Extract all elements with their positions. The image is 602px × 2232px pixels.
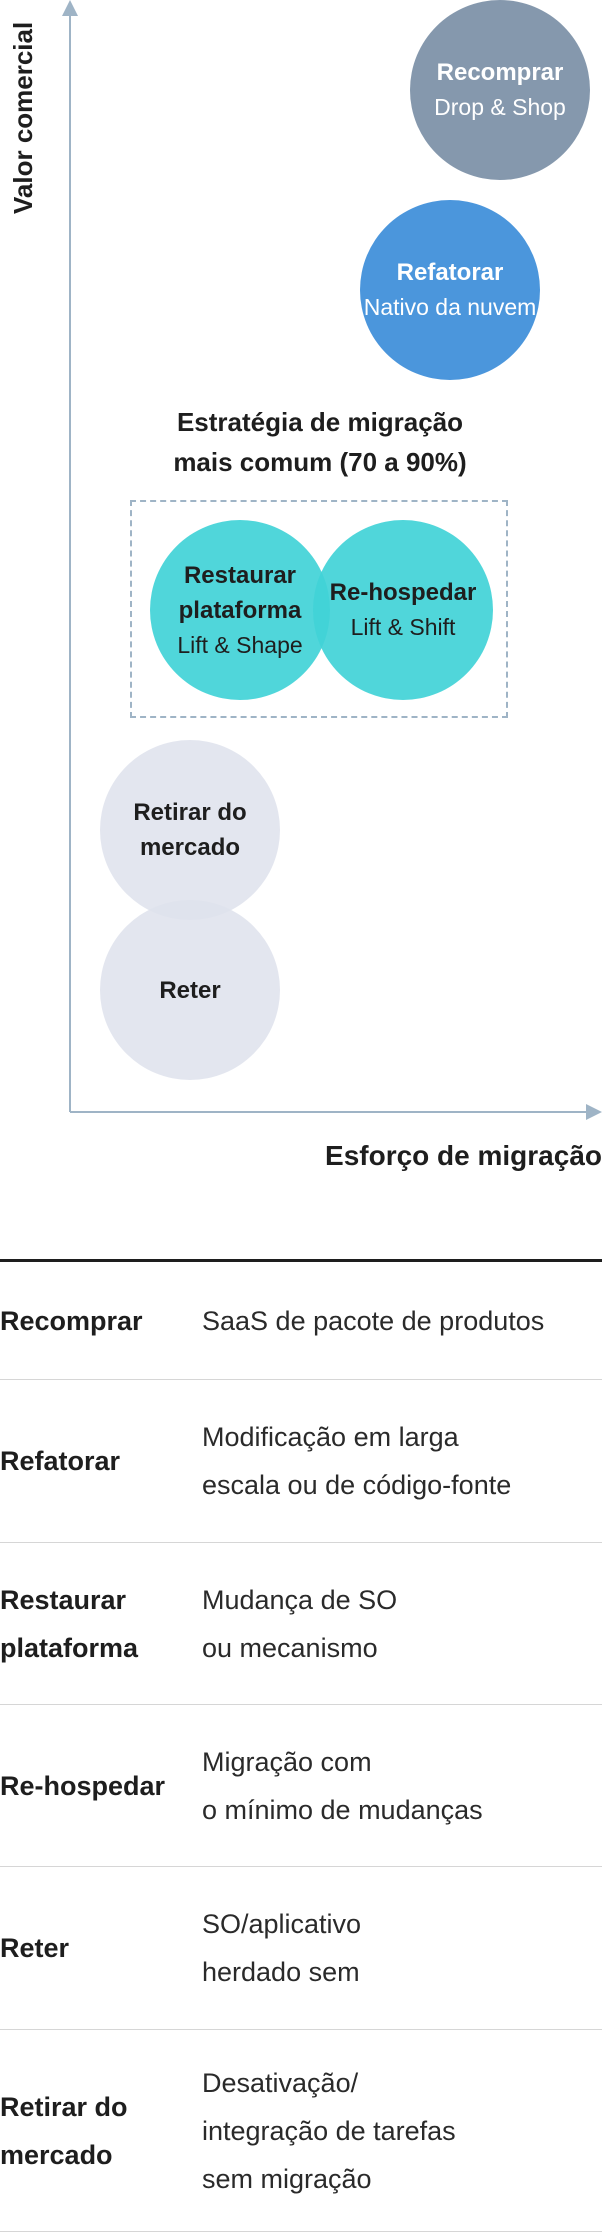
circle-refatorar: Refatorar Nativo da nuvem bbox=[360, 200, 540, 380]
table-top-rule bbox=[0, 1259, 602, 1262]
circle-restaurar-title-line1: Restaurar bbox=[183, 561, 297, 589]
row-term-line: Recomprar bbox=[0, 1305, 143, 1336]
circle-re-hospedar: Re-hospedar Lift & Shift bbox=[313, 520, 493, 700]
circle-refatorar-subtitle: Nativo da nuvem bbox=[363, 294, 537, 320]
circle-reter: Reter bbox=[100, 900, 280, 1080]
table-row: Restaurar plataforma Mudança de SO ou me… bbox=[0, 1543, 602, 1705]
row-desc-line: SO/aplicativo bbox=[202, 1909, 362, 1939]
row-term: Re-hospedar bbox=[0, 1705, 190, 1866]
common-strategy-label-line2: mais comum (70 a 90%) bbox=[173, 447, 467, 477]
row-description: Mudança de SO ou mecanismo bbox=[202, 1543, 602, 1704]
row-description: Desativação/ integração de tarefas sem m… bbox=[202, 2030, 602, 2231]
row-desc-line: sem migração bbox=[202, 2163, 372, 2194]
row-desc-line: Mudança de SO bbox=[202, 1584, 398, 1615]
row-term-line: Refatorar bbox=[0, 1446, 121, 1476]
row-term: Retirar do mercado bbox=[0, 2030, 190, 2231]
table-row: Recomprar SaaS de pacote de produtos bbox=[0, 1262, 602, 1380]
x-axis-label: Esforço de migração bbox=[325, 1140, 602, 1171]
circle-restaurar-plataforma: Restaurar plataforma Lift & Shape bbox=[150, 520, 330, 700]
circle-restaurar-title-line2: plataforma bbox=[178, 596, 302, 624]
table-row: Refatorar Modificação em larga escala ou… bbox=[0, 1380, 602, 1543]
row-desc-line: SaaS de pacote de produtos bbox=[202, 1305, 545, 1336]
row-term: Restaurar plataforma bbox=[0, 1543, 190, 1704]
circle-recomprar-title: Recomprar bbox=[436, 59, 564, 86]
common-strategy-box bbox=[130, 500, 508, 718]
row-term-line: plataforma bbox=[0, 1632, 139, 1663]
row-description: SO/aplicativo herdado sem bbox=[202, 1867, 602, 2029]
row-term-line: Reter bbox=[0, 1933, 70, 1963]
row-desc-line: herdado sem bbox=[202, 1957, 360, 1987]
row-description: SaaS de pacote de produtos bbox=[202, 1262, 602, 1379]
common-strategy-label-line1: Estratégia de migração bbox=[176, 407, 464, 437]
row-desc-line: Desativação/ bbox=[202, 2067, 359, 2098]
table-row: Re-hospedar Migração com o mínimo de mud… bbox=[0, 1705, 602, 1867]
row-term-line: mercado bbox=[0, 2139, 113, 2170]
row-description: Migração com o mínimo de mudanças bbox=[202, 1705, 602, 1866]
row-term: Reter bbox=[0, 1867, 190, 2029]
row-desc-line: o mínimo de mudanças bbox=[202, 1794, 483, 1825]
circle-refatorar-title: Refatorar bbox=[396, 259, 504, 286]
circle-retirar-title-line2: mercado bbox=[139, 834, 241, 861]
row-term-line: Retirar do bbox=[0, 2091, 128, 2122]
x-axis-arrow bbox=[586, 1104, 602, 1120]
row-desc-line: integração de tarefas bbox=[202, 2115, 456, 2146]
axes bbox=[62, 0, 602, 1120]
circle-recomprar-subtitle: Drop & Shop bbox=[434, 94, 566, 120]
table-row: Reter SO/aplicativo herdado sem bbox=[0, 1867, 602, 2030]
row-desc-line: Migração com bbox=[202, 1746, 372, 1777]
row-term: Refatorar bbox=[0, 1380, 190, 1542]
row-term-line: Restaurar bbox=[0, 1584, 127, 1615]
common-strategy-label: Estratégia de migração mais comum (70 a … bbox=[120, 402, 520, 482]
y-axis-label: Valor comercial bbox=[8, 21, 38, 214]
circle-rehospedar-title: Re-hospedar bbox=[329, 579, 477, 606]
circle-retirar-title-line1: Retirar do bbox=[133, 799, 247, 826]
row-desc-line: ou mecanismo bbox=[202, 1632, 378, 1663]
table-row: Retirar do mercado Desativação/ integraç… bbox=[0, 2030, 602, 2232]
row-term-line: Re-hospedar bbox=[0, 1770, 166, 1801]
circle-reter-title: Reter bbox=[159, 976, 221, 1004]
row-desc-line: Modificação em larga bbox=[202, 1422, 459, 1452]
migration-strategy-diagram: Valor comercial Esforço de migração Estr… bbox=[8, 0, 602, 1171]
circle-recomprar: Recomprar Drop & Shop bbox=[410, 0, 590, 180]
row-description: Modificação em larga escala ou de código… bbox=[202, 1380, 602, 1542]
circle-rehospedar-subtitle: Lift & Shift bbox=[350, 614, 456, 640]
y-axis-arrow bbox=[62, 0, 78, 16]
circle-restaurar-subtitle: Lift & Shape bbox=[177, 631, 303, 658]
row-term: Recomprar bbox=[0, 1262, 190, 1379]
circle-retirar-do-mercado: Retirar do mercado bbox=[100, 740, 280, 920]
row-desc-line: escala ou de código-fonte bbox=[202, 1470, 512, 1500]
